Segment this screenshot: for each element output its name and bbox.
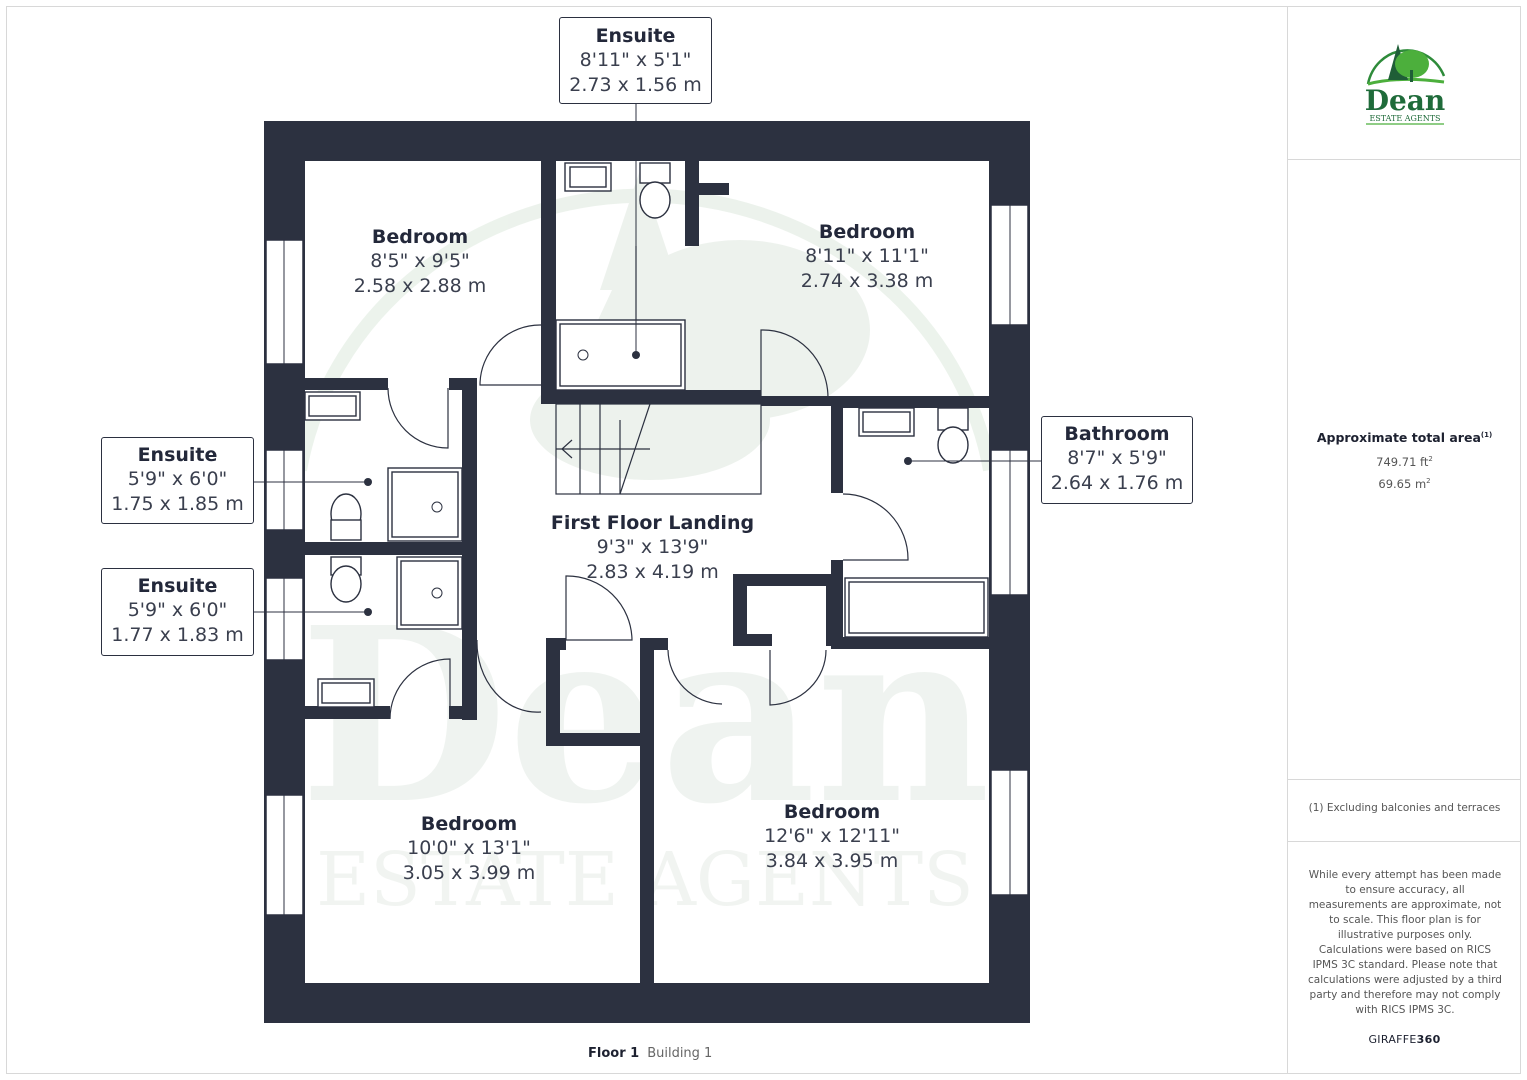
room-dim-imperial: 8'5" x 9'5" xyxy=(370,250,470,272)
room-dim-imperial: 5'9" x 6'0" xyxy=(127,599,228,621)
info-sidebar: Dean ESTATE AGENTS Approximate total are… xyxy=(1287,6,1521,1074)
door-swings xyxy=(387,246,909,720)
room-dim-metric: 2.83 x 4.19 m xyxy=(586,561,719,583)
room-dim-metric: 2.58 x 2.88 m xyxy=(353,275,487,297)
room-dim-metric: 2.73 x 1.56 m xyxy=(569,74,702,96)
page-frame xyxy=(6,6,1521,1074)
room-name: Bathroom xyxy=(1064,423,1170,445)
callout-leaders xyxy=(254,104,1041,613)
room-label-bedroom-1: Bedroom 8'5" x 9'5" 2.58 x 2.88 m xyxy=(330,225,510,299)
internal-walls xyxy=(305,161,989,983)
callout-bathroom: Bathroom 8'7" x 5'9" 2.64 x 1.76 m xyxy=(1041,416,1193,504)
fixture-details xyxy=(431,349,589,599)
staircase xyxy=(555,403,762,495)
room-dim-imperial: 10'0" x 13'1" xyxy=(407,837,531,859)
room-name: Bedroom xyxy=(818,221,916,243)
fixtures xyxy=(304,162,989,708)
room-dim-imperial: 12'6" x 12'11" xyxy=(764,825,900,847)
room-name: Ensuite xyxy=(137,444,218,466)
disclaimer-section: While every attempt has been made to ens… xyxy=(1288,842,1521,1074)
room-name: Bedroom xyxy=(371,226,469,248)
room-dim-metric: 2.64 x 1.76 m xyxy=(1050,472,1184,494)
area-section: Approximate total area(1) 749.71 ft2 69.… xyxy=(1288,160,1521,780)
room-label-bedroom-3: Bedroom 10'0" x 13'1" 3.05 x 3.99 m xyxy=(379,812,559,886)
giraffe360-brand: GIRAFFE360 xyxy=(1368,1033,1441,1046)
footnote-section: (1) Excluding balconies and terraces xyxy=(1288,780,1521,842)
room-name: Ensuite xyxy=(595,25,676,47)
room-dim-metric: 1.77 x 1.83 m xyxy=(111,624,244,646)
room-dim-metric: 3.84 x 3.95 m xyxy=(765,850,899,872)
callout-ensuite-top: Ensuite 8'11" x 5'1" 2.73 x 1.56 m xyxy=(559,17,712,104)
room-dim-imperial: 8'11" x 5'1" xyxy=(579,49,692,71)
room-label-bedroom-2: Bedroom 8'11" x 11'1" 2.74 x 3.38 m xyxy=(777,220,957,294)
room-dim-imperial: 8'11" x 11'1" xyxy=(805,245,929,267)
callout-ensuite-left-2: Ensuite 5'9" x 6'0" 1.77 x 1.83 m xyxy=(101,568,254,656)
area-sqm: 69.65 m2 xyxy=(1378,477,1431,491)
room-dim-metric: 2.74 x 3.38 m xyxy=(800,270,934,292)
dean-logo-text: Dean xyxy=(1365,84,1446,117)
dean-logo-icon: Dean ESTATE AGENTS xyxy=(1365,44,1446,125)
area-title: Approximate total area(1) xyxy=(1316,430,1493,445)
room-name: Bedroom xyxy=(783,801,881,823)
disclaimer-calculations: Calculations were based on RICS IPMS 3C … xyxy=(1308,944,1502,1016)
floor-label: Floor 1 xyxy=(588,1046,640,1061)
room-dim-metric: 3.05 x 3.99 m xyxy=(402,862,536,884)
dean-logo-tagline: ESTATE AGENTS xyxy=(1369,114,1440,123)
floor-caption: Floor 1 Building 1 xyxy=(588,1046,712,1061)
room-name: Ensuite xyxy=(137,575,218,597)
area-sqft: 749.71 ft2 xyxy=(1376,455,1433,469)
disclaimer-accuracy: While every attempt has been made to ens… xyxy=(1308,869,1502,941)
room-name: Bedroom xyxy=(420,813,518,835)
room-dim-imperial: 9'3" x 13'9" xyxy=(596,536,709,558)
footnote-text: (1) Excluding balconies and terraces xyxy=(1308,802,1501,814)
room-label-landing: First Floor Landing 9'3" x 13'9" 2.83 x … xyxy=(540,511,765,585)
callout-anchor-dots xyxy=(364,351,912,616)
building-label: Building 1 xyxy=(647,1046,713,1061)
room-dim-imperial: 8'7" x 5'9" xyxy=(1067,447,1167,469)
room-name: First Floor Landing xyxy=(550,512,755,534)
floor-plan-drawing: Dean ESTATE AGENTS xyxy=(254,104,1041,1023)
room-label-bedroom-4: Bedroom 12'6" x 12'11" 3.84 x 3.95 m xyxy=(742,800,922,874)
callout-ensuite-left-1: Ensuite 5'9" x 6'0" 1.75 x 1.85 m xyxy=(101,437,254,524)
window-lines xyxy=(283,205,1011,915)
floor-plan: Dean ESTATE AGENTS xyxy=(101,17,1193,1061)
logo-section: Dean ESTATE AGENTS xyxy=(1288,6,1521,160)
room-dim-metric: 1.75 x 1.85 m xyxy=(111,493,244,515)
room-dim-imperial: 5'9" x 6'0" xyxy=(127,468,228,490)
